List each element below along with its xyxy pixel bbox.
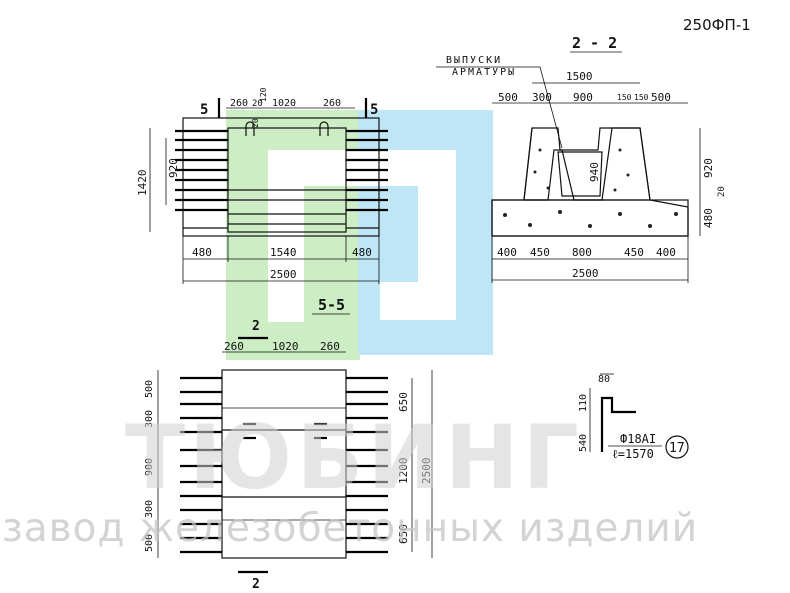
section-dim-400-left: 400 xyxy=(497,246,517,259)
rebar-bar-shape xyxy=(600,396,636,452)
plan-dim-480-right: 480 xyxy=(352,246,372,259)
rebar-detail: 80 110 540 Ф18АI ℓ=1570 17 xyxy=(578,373,689,461)
sheet-code: 250ФП-1 xyxy=(683,16,751,34)
plan-dim-2500: 2500 xyxy=(270,268,297,281)
callout-leader xyxy=(436,66,563,149)
plan-dim-1020: 1020 xyxy=(272,98,296,109)
plan-dim-20-left: 20 xyxy=(252,99,263,109)
section-mark-right: 5 xyxy=(370,102,378,118)
section-dim-480: 480 xyxy=(702,208,715,228)
plan-dim-260-right: 260 xyxy=(323,98,341,109)
section-5-5-dim-260-left: 260 xyxy=(224,340,244,353)
section-dim-150-b: 150 xyxy=(634,93,649,102)
section-5-5-dim-300-bottom: 300 xyxy=(144,500,155,518)
section-5-5-dim-1020: 1020 xyxy=(272,340,299,353)
section-5-5-dim-650-bottom: 650 xyxy=(397,524,410,544)
section-dim-800: 800 xyxy=(572,246,592,259)
section-2-2-title: 2 - 2 xyxy=(572,34,617,52)
plan-dim-120-vert: 120 xyxy=(259,87,268,102)
section-dim-500-left: 500 xyxy=(498,91,518,104)
plan-inner-bars xyxy=(228,189,346,225)
rebar-dim-540: 540 xyxy=(578,434,589,452)
section-dim-450-right: 450 xyxy=(624,246,644,259)
plan-dim-1420: 1420 xyxy=(136,170,149,197)
section-5-5-dim-1200: 1200 xyxy=(397,458,410,485)
section-5-5-dim-500-top: 500 xyxy=(144,380,155,398)
section-2-2: 2 - 2 ВЫПУСКИ АРМАТУРЫ 940 1500 500 300 … xyxy=(436,34,727,283)
plan-dim-480-left: 480 xyxy=(192,246,212,259)
plan-dim-20-vert: 20 xyxy=(251,118,260,128)
callout-line-2: АРМАТУРЫ xyxy=(452,67,516,78)
section-5-5-dim-2500: 2500 xyxy=(420,458,433,485)
plan-right-bars xyxy=(346,129,388,212)
section-5-5-dim-650-top: 650 xyxy=(397,392,410,412)
section-dim-400-right: 400 xyxy=(656,246,676,259)
section-dim-500-right: 500 xyxy=(651,91,671,104)
logo-white-stroke-4 xyxy=(380,282,456,320)
rebar-dim-80: 80 xyxy=(598,374,610,385)
section-dim-300: 300 xyxy=(532,91,552,104)
plan-dim-920: 920 xyxy=(167,158,180,178)
section-5-5-right-bars xyxy=(346,376,388,554)
section-dim-940: 940 xyxy=(588,162,601,182)
watermark-brand: ТЮБИНГ xyxy=(125,406,583,509)
section-dim-450-left: 450 xyxy=(530,246,550,259)
section-dim-900: 900 xyxy=(573,91,593,104)
plan-loop-right xyxy=(319,121,329,136)
section-mark-left: 5 xyxy=(200,102,208,118)
section-5-5-dim-900: 900 xyxy=(144,458,155,476)
section-5-5: 5-5 2 2 xyxy=(144,296,433,592)
watermark-subtitle: завод железобетонных изделий xyxy=(2,506,698,551)
rebar-length: ℓ=1570 xyxy=(612,447,654,461)
section-dim-2500: 2500 xyxy=(572,267,599,280)
watermark-logo xyxy=(226,110,493,360)
plan-dim-1540: 1540 xyxy=(270,246,297,259)
section-dim-920: 920 xyxy=(702,158,715,178)
section-5-5-dim-500-bottom: 500 xyxy=(144,534,155,552)
section-5-5-body xyxy=(221,369,347,559)
section-dim-20: 20 xyxy=(717,186,727,197)
plan-loop-left xyxy=(245,121,255,136)
cut-mark-bottom: 2 xyxy=(252,577,260,592)
section-walls xyxy=(523,127,651,201)
section-base-slab xyxy=(491,199,689,237)
section-dim-150-a: 150 xyxy=(617,93,632,102)
rebar-dim-110: 110 xyxy=(578,394,589,412)
section-5-5-left-bars xyxy=(180,376,222,554)
callout-line-1: ВЫПУСКИ xyxy=(446,55,502,66)
rebar-position-circle xyxy=(665,435,689,459)
plan-dim-260-left: 260 xyxy=(230,98,248,109)
section-5-5-dim-300-top: 300 xyxy=(144,410,155,428)
rebar-position-number: 17 xyxy=(669,441,685,456)
plan-outline xyxy=(182,117,380,237)
section-5-5-dim-260-right: 260 xyxy=(320,340,340,353)
cut-mark-top: 2 xyxy=(252,319,260,334)
plan-view: 5 5 260 20 1020 260 20 120 1420 920 480 … xyxy=(136,87,388,284)
section-cavity xyxy=(557,151,603,197)
section-dim-1500: 1500 xyxy=(566,70,593,83)
section-hatching xyxy=(503,148,678,228)
rebar-spec: Ф18АI xyxy=(620,432,656,446)
section-5-5-title: 5-5 xyxy=(318,296,345,314)
plan-left-bars xyxy=(175,129,228,212)
